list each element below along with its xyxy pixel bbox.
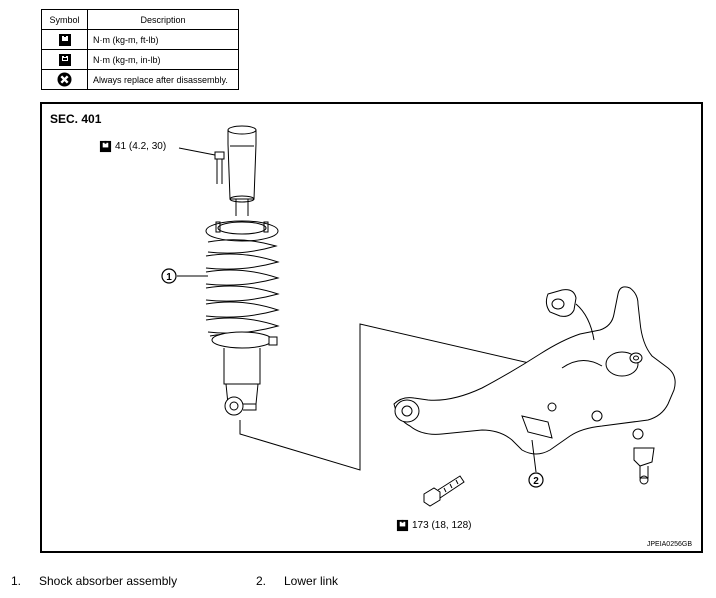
- parts-legend: 1. Shock absorber assembly 2. Lower link: [11, 574, 338, 588]
- table-row: N·m (kg-m, ft-lb): [41, 29, 239, 50]
- shock-absorber-assembly: [205, 125, 280, 416]
- torque-spec-bottom: 173 (18, 128): [396, 519, 472, 532]
- exploded-view-drawing: 1 2: [161, 125, 676, 507]
- torque-wrench-icon: [396, 519, 409, 532]
- lower-link-nut: [629, 352, 643, 364]
- description-cell: N·m (kg-m, in-lb): [87, 49, 239, 70]
- torque-wrench-icon: [99, 140, 112, 153]
- top-nut: [214, 151, 225, 184]
- table-row: Always replace after disassembly.: [41, 69, 239, 90]
- symbol-header: Symbol: [41, 9, 88, 30]
- symbol-table: Symbol Description N·m (kg-m, ft-lb) N·m…: [41, 9, 239, 90]
- table-row: N·m (kg-m, in-lb): [41, 49, 239, 70]
- section-label: SEC. 401: [50, 112, 102, 126]
- figure-code: JPEIA0256GB: [646, 541, 692, 548]
- torque-spec-top: 41 (4.2, 30): [99, 140, 166, 153]
- torque-wrench-inlb-icon: [41, 49, 88, 70]
- torque-value-top: 41 (4.2, 30): [115, 141, 167, 152]
- legend-number: 2.: [256, 574, 267, 588]
- lower-link-bolt: [423, 475, 465, 507]
- legend-item: 1. Shock absorber assembly: [11, 574, 256, 588]
- callout-1: 1: [166, 272, 172, 283]
- description-cell: Always replace after disassembly.: [87, 69, 239, 90]
- legend-item: 2. Lower link: [256, 574, 338, 588]
- description-header: Description: [87, 9, 239, 30]
- description-cell: N·m (kg-m, ft-lb): [87, 29, 239, 50]
- torque-value-bottom: 173 (18, 128): [412, 520, 472, 531]
- figure-frame: 1 2 SEC. 401 41 (4.2, 30) 173 (18, 128) …: [40, 102, 703, 553]
- torque-leader: [411, 508, 413, 510]
- legend-number: 1.: [11, 574, 22, 588]
- legend-label: Shock absorber assembly: [39, 574, 178, 588]
- callout-2: 2: [533, 476, 539, 487]
- always-replace-icon: [41, 69, 88, 90]
- lower-link: [393, 286, 676, 485]
- legend-label: Lower link: [284, 574, 339, 588]
- torque-wrench-icon: [41, 29, 88, 50]
- table-header-row: Symbol Description: [41, 9, 239, 30]
